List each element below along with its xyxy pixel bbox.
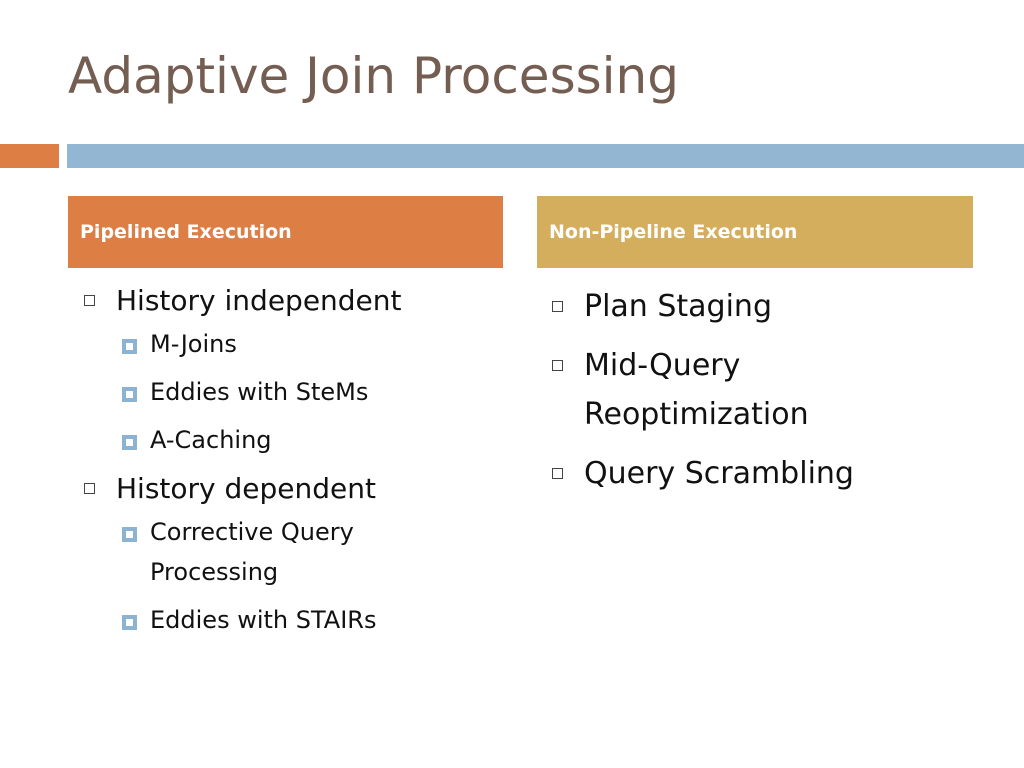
sub-list-item-label: M-Joins (150, 330, 237, 358)
list-item: History independent M-Joins Eddies with … (80, 280, 500, 460)
sub-list-item: Corrective Query Processing (116, 512, 450, 592)
column-header-non-pipeline: Non-Pipeline Execution (537, 196, 973, 268)
accent-bar-blue (67, 144, 1024, 168)
list-item-label: Mid-Query Reoptimization (584, 348, 809, 432)
square-bullet-icon (84, 295, 95, 306)
sub-list: Corrective Query Processing Eddies with … (116, 512, 500, 640)
list-item-label: Query Scrambling (584, 456, 854, 491)
right-bullet-list: Plan Staging Mid-Query Reoptimization Qu… (548, 282, 973, 508)
sub-list-item: M-Joins (116, 324, 500, 364)
slide-title: Adaptive Join Processing (68, 47, 679, 105)
list-item: Mid-Query Reoptimization (548, 341, 973, 439)
sub-list-item-label: Eddies with STAIRs (150, 606, 377, 634)
list-item: History dependent Corrective Query Proce… (80, 468, 500, 640)
square-bullet-icon (84, 483, 95, 494)
list-item-label: Plan Staging (584, 289, 772, 324)
sub-list-item-label: Corrective Query Processing (150, 518, 354, 586)
column-header-label: Non-Pipeline Execution (549, 221, 798, 243)
list-item: Plan Staging (548, 282, 973, 331)
square-bullet-icon (552, 468, 563, 479)
left-bullet-list: History independent M-Joins Eddies with … (80, 280, 500, 648)
square-bullet-icon (122, 387, 137, 402)
square-bullet-icon (122, 527, 137, 542)
sub-list-item-label: A-Caching (150, 426, 272, 454)
sub-list-item: Eddies with STAIRs (116, 600, 500, 640)
square-bullet-icon (122, 435, 137, 450)
sub-list: M-Joins Eddies with SteMs A-Caching (116, 324, 500, 460)
column-header-pipelined: Pipelined Execution (68, 196, 503, 268)
list-item-label: History independent (116, 284, 402, 317)
accent-bar-orange (0, 144, 59, 168)
square-bullet-icon (552, 301, 563, 312)
sub-list-item: Eddies with SteMs (116, 372, 500, 412)
sub-list-item-label: Eddies with SteMs (150, 378, 369, 406)
column-header-label: Pipelined Execution (80, 221, 292, 243)
square-bullet-icon (122, 615, 137, 630)
square-bullet-icon (552, 360, 563, 371)
sub-list-item: A-Caching (116, 420, 500, 460)
square-bullet-icon (122, 339, 137, 354)
list-item: Query Scrambling (548, 449, 973, 498)
list-item-label: History dependent (116, 472, 376, 505)
